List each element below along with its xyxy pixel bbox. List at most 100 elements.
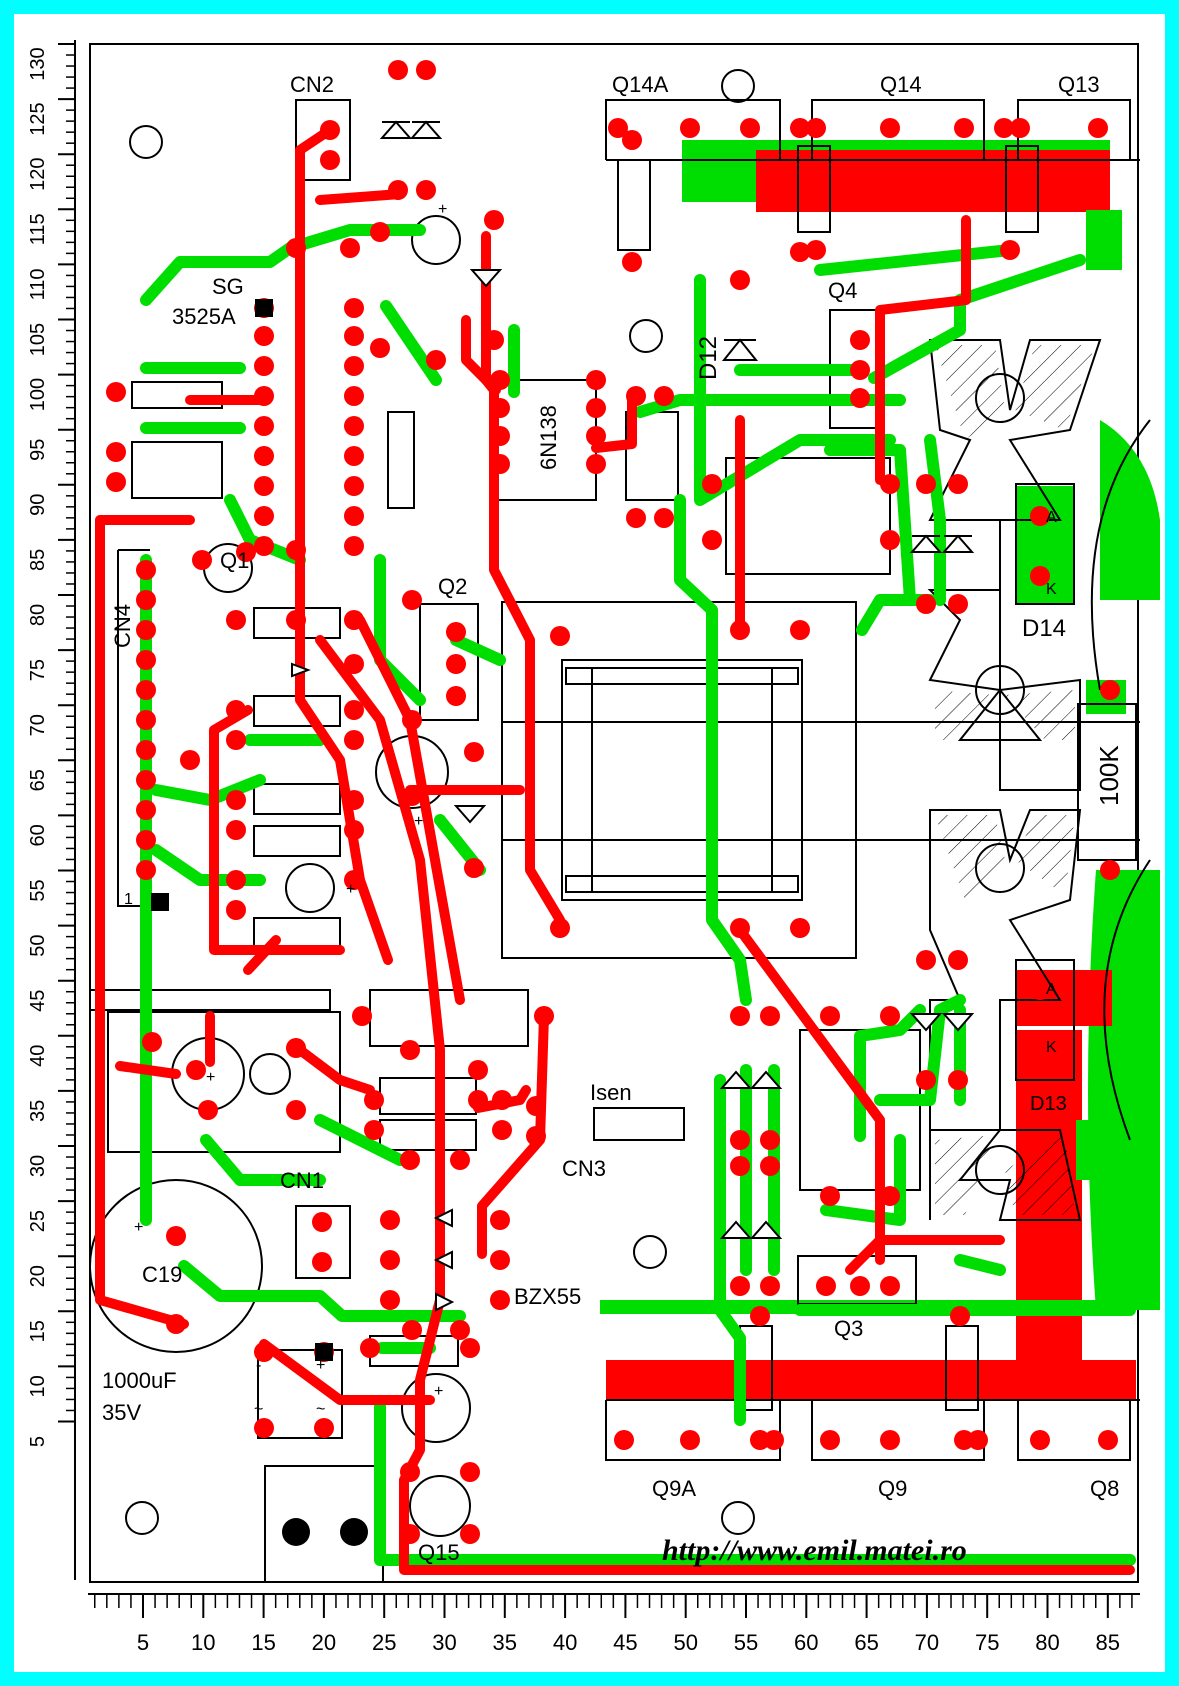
- pad: [226, 610, 246, 630]
- label-anode-bottom: A: [1046, 981, 1057, 998]
- x-tick-label: 70: [915, 1630, 939, 1655]
- label-cn1: CN1: [280, 1168, 324, 1193]
- pad: [450, 1320, 470, 1340]
- pad: [226, 700, 246, 720]
- pad: [136, 740, 156, 760]
- pad: [790, 620, 810, 640]
- pad: [880, 474, 900, 494]
- pad: [586, 426, 606, 446]
- pad: [968, 1430, 988, 1450]
- y-tick-label: 75: [27, 659, 49, 681]
- pad: [654, 508, 674, 528]
- pad: [806, 240, 826, 260]
- square-pad: [315, 1343, 333, 1361]
- pad: [948, 950, 968, 970]
- x-tick-label: 25: [372, 1630, 396, 1655]
- pad: [730, 270, 750, 290]
- y-tick-label: 125: [27, 102, 49, 135]
- label-q14: Q14: [880, 72, 922, 97]
- label-35v: 35V: [102, 1400, 141, 1425]
- pad: [286, 540, 306, 560]
- pad: [286, 610, 306, 630]
- y-tick-label: 65: [27, 769, 49, 791]
- pad: [136, 860, 156, 880]
- x-tick-label: 40: [553, 1630, 577, 1655]
- label-plus-4: +: [206, 1069, 215, 1086]
- label-q15: Q15: [418, 1540, 460, 1565]
- label-cn3: CN3: [562, 1156, 606, 1181]
- y-tick-label: 85: [27, 549, 49, 571]
- x-tick-label: 55: [734, 1630, 758, 1655]
- pad: [450, 1150, 470, 1170]
- pad: [850, 388, 870, 408]
- label-q14a: Q14A: [612, 72, 669, 97]
- pad: [344, 326, 364, 346]
- pad: [402, 786, 422, 806]
- pad: [236, 542, 256, 562]
- pad: [136, 680, 156, 700]
- pad: [106, 442, 126, 462]
- pad: [400, 1150, 420, 1170]
- pad: [254, 506, 274, 526]
- label-cathode-bottom: K: [1046, 1039, 1057, 1056]
- pad: [380, 1210, 400, 1230]
- label-6n138: 6N138: [536, 405, 561, 470]
- pad: [816, 1276, 836, 1296]
- pad: [400, 1524, 420, 1544]
- y-tick-label: 40: [27, 1045, 49, 1067]
- pad: [1030, 1040, 1050, 1060]
- pad: [320, 150, 340, 170]
- pad: [916, 950, 936, 970]
- pad: [730, 1130, 750, 1150]
- labels: CN2 Q14A Q14 Q13 SG 3525A Q4 D12 6N138 Q…: [102, 72, 1124, 1567]
- pad: [680, 1430, 700, 1450]
- pad: [226, 730, 246, 750]
- pad: [490, 1290, 510, 1310]
- pad: [446, 654, 466, 674]
- pad: [370, 338, 390, 358]
- pad: [468, 1060, 488, 1080]
- pad: [254, 356, 274, 376]
- pad: [764, 1430, 784, 1450]
- label-plus-6: +: [316, 1357, 325, 1374]
- y-tick-label: 90: [27, 494, 49, 516]
- url-text[interactable]: http://www.emil.matei.ro: [662, 1534, 967, 1567]
- label-d12: D12: [695, 336, 722, 380]
- label-1000uf: 1000uF: [102, 1368, 177, 1393]
- pad: [702, 530, 722, 550]
- pad: [344, 654, 364, 674]
- pad: [286, 1038, 306, 1058]
- label-cn4: CN4: [110, 604, 135, 648]
- bottom-transistors: [605, 1255, 1140, 1535]
- top-transistors: [605, 69, 1140, 251]
- pad: [702, 474, 722, 494]
- pad: [820, 1006, 840, 1026]
- pad: [360, 1338, 380, 1358]
- pad: [490, 370, 510, 390]
- pad: [880, 530, 900, 550]
- y-tick-label: 25: [27, 1210, 49, 1232]
- label-q1: Q1: [220, 548, 249, 573]
- label-minus: -: [256, 1357, 261, 1374]
- label-q9a: Q9A: [652, 1476, 696, 1501]
- pad: [166, 1226, 186, 1246]
- label-cathode-top: K: [1046, 581, 1057, 598]
- label-bzx55: BZX55: [514, 1284, 581, 1309]
- pad: [948, 1070, 968, 1090]
- pad: [254, 1418, 274, 1438]
- pad: [790, 118, 810, 138]
- y-tick-label: 115: [27, 213, 49, 245]
- x-tick-label: 10: [191, 1630, 215, 1655]
- pad: [880, 118, 900, 138]
- pad: [136, 830, 156, 850]
- pad: [820, 1430, 840, 1450]
- pad: [388, 180, 408, 200]
- pad: [344, 700, 364, 720]
- y-tick-label: 35: [27, 1100, 49, 1122]
- pad: [446, 686, 466, 706]
- label-plus-1: +: [438, 201, 447, 218]
- label-isen: Isen: [590, 1080, 632, 1105]
- label-q9: Q9: [878, 1476, 907, 1501]
- pad: [730, 1156, 750, 1176]
- label-d14: D14: [1022, 615, 1066, 642]
